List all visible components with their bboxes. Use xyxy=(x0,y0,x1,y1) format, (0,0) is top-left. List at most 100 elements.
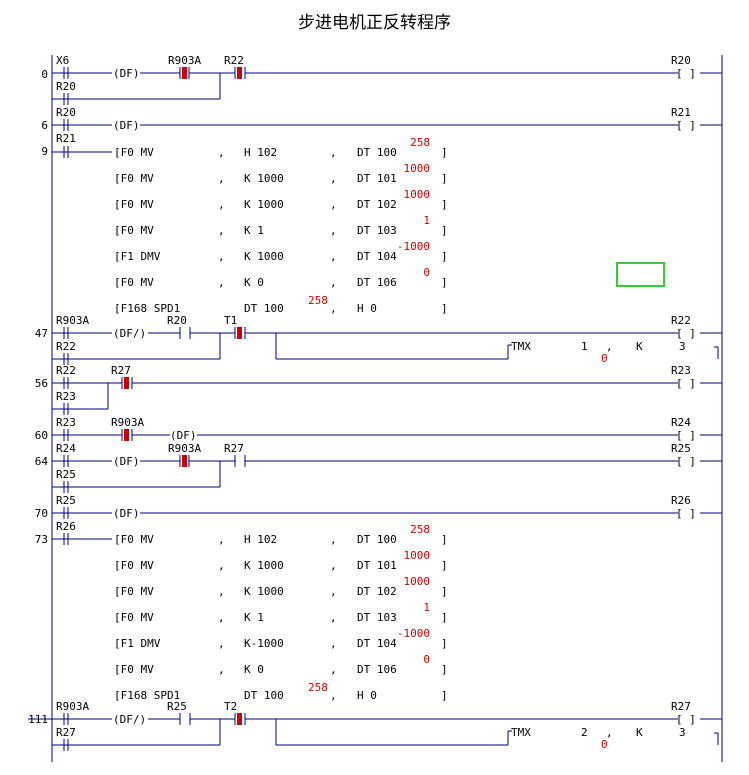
instruction-row[interactable]: [F0 MV,K 1000,DT 102]1000 xyxy=(114,188,448,211)
monitor-value: 1000 xyxy=(404,549,431,562)
monitor-value: 1 xyxy=(423,601,430,614)
separator: , xyxy=(330,250,337,263)
instruction-name: [F0 MV xyxy=(114,559,154,572)
selection-cursor[interactable] xyxy=(616,262,665,287)
timer-k: K xyxy=(636,340,643,353)
rung-73[interactable]: 73 R26 [F0 MV,H 102,DT 100]258[F0 MV,K 1… xyxy=(35,520,448,702)
instruction-row[interactable]: [F0 MV,K 1000,DT 101]1000 xyxy=(114,549,448,572)
contact-label: R25 xyxy=(167,700,187,713)
instruction-row[interactable]: [F0 MV,K 1,DT 103]1 xyxy=(114,601,448,624)
df-instruction: (DF) xyxy=(113,119,140,132)
rung-111[interactable]: 111 R903A (DF/) R25 T2 R27 [ ] R27 TMX 2… xyxy=(28,700,722,751)
coil-label: R26 xyxy=(671,494,691,507)
instruction-end: ] xyxy=(441,533,448,546)
operand-destination: DT 100 xyxy=(357,146,397,159)
contact-label: R903A xyxy=(168,442,201,455)
instruction-name: [F0 MV xyxy=(114,276,154,289)
contact-on-indicator xyxy=(124,429,129,441)
instruction-row[interactable]: [F0 MV,K 0,DT 106]0 xyxy=(114,266,448,289)
instruction-row[interactable]: [F1 DMV,K-1000,DT 104]-1000 xyxy=(114,627,448,650)
operand: K-1000 xyxy=(244,637,284,650)
monitor-value: 258 xyxy=(308,681,328,694)
coil-label: R23 xyxy=(671,364,691,377)
instruction-end: ] xyxy=(441,637,448,650)
coil-label: R21 xyxy=(671,106,691,119)
separator: , xyxy=(330,689,337,702)
contact-label: R22 xyxy=(56,340,76,353)
operand: K 1000 xyxy=(244,198,284,211)
contact-label: R903A xyxy=(56,314,89,327)
instruction-row[interactable]: [F0 MV,K 0,DT 106]0 xyxy=(114,653,448,676)
operand: K 0 xyxy=(244,663,264,676)
rung-60[interactable]: 60 R23 R903A (DF) R24 [ ] xyxy=(35,416,722,442)
coil-label: R25 xyxy=(671,442,691,455)
instruction-row[interactable]: [F0 MV,H 102,DT 100]258 xyxy=(114,136,448,159)
monitor-value: 1000 xyxy=(404,188,431,201)
timer-preset: 3 xyxy=(679,726,686,739)
operand-destination: DT 104 xyxy=(357,250,397,263)
timer-instruction: TMX xyxy=(511,340,531,353)
separator: , xyxy=(218,611,225,624)
contact-label: R22 xyxy=(56,364,76,377)
contact-on-indicator xyxy=(182,67,187,79)
instruction-name: [F0 MV xyxy=(114,172,154,185)
operand: K 1000 xyxy=(244,250,284,263)
separator: , xyxy=(330,585,337,598)
contact-label: R20 xyxy=(167,314,187,327)
instruction-row[interactable]: [F0 MV,K 1,DT 103]1 xyxy=(114,214,448,237)
separator: , xyxy=(218,224,225,237)
coil: [ ] xyxy=(676,713,696,726)
step-number: 56 xyxy=(35,377,48,390)
separator: , xyxy=(606,340,613,353)
instruction-row[interactable]: [F0 MV,K 1000,DT 102]1000 xyxy=(114,575,448,598)
operand: K 1000 xyxy=(244,585,284,598)
separator: , xyxy=(330,559,337,572)
separator: , xyxy=(218,637,225,650)
instruction-end: ] xyxy=(441,689,448,702)
operand: K 1000 xyxy=(244,172,284,185)
step-number: 9 xyxy=(41,145,48,158)
contact-label: R903A xyxy=(56,700,89,713)
contact-label: R27 xyxy=(56,726,76,739)
separator: , xyxy=(330,663,337,676)
contact-label: T1 xyxy=(224,314,237,327)
operand-destination: DT 106 xyxy=(357,276,397,289)
rung-56[interactable]: 56 R22 R27 R23 [ ] R23 xyxy=(35,364,722,415)
instruction-name: [F0 MV xyxy=(114,663,154,676)
rung-6[interactable]: 6 R20 (DF) R21 [ ] xyxy=(41,106,722,132)
operand: K 1 xyxy=(244,611,264,624)
instruction-name: [F0 MV xyxy=(114,585,154,598)
contact-on-indicator xyxy=(124,377,129,389)
rung-9[interactable]: 9 R21 [F0 MV,H 102,DT 100]258[F0 MV,K 10… xyxy=(41,132,447,315)
instruction-name: [F0 MV xyxy=(114,533,154,546)
df-instruction: (DF) xyxy=(113,455,140,468)
rung-0[interactable]: 0 X6 (DF) R903A R22 R20 [ ] R20 xyxy=(41,54,722,105)
rung-47[interactable]: 47 R903A (DF/) R20 T1 R22 [ ] R22 TMX 1 … xyxy=(35,314,722,365)
separator: , xyxy=(218,663,225,676)
instruction-row[interactable]: [F1 DMV,K 1000,DT 104]-1000 xyxy=(114,240,448,263)
operand: H 102 xyxy=(244,146,277,159)
rung-70[interactable]: 70 R25 (DF) R26 [ ] xyxy=(35,494,722,520)
contact-on-indicator xyxy=(237,713,242,725)
monitor-value: 0 xyxy=(423,266,430,279)
rung-64[interactable]: 64 R24 (DF) R903A R27 R25 [ ] R25 xyxy=(35,442,722,493)
instruction-end: ] xyxy=(441,146,448,159)
separator: , xyxy=(218,559,225,572)
operand: DT 100 xyxy=(244,302,284,315)
separator: , xyxy=(218,146,225,159)
operand-destination: H 0 xyxy=(357,302,377,315)
timer-number: 1 xyxy=(581,340,588,353)
separator: , xyxy=(330,533,337,546)
instruction-name: [F1 DMV xyxy=(114,637,161,650)
instruction-end: ] xyxy=(441,276,448,289)
separator: , xyxy=(218,533,225,546)
operand-destination: DT 100 xyxy=(357,533,397,546)
coil-label: R22 xyxy=(671,314,691,327)
monitor-value: 1000 xyxy=(404,162,431,175)
page-title: 步进电机正反转程序 xyxy=(298,13,451,33)
instruction-row[interactable]: [F0 MV,K 1000,DT 101]1000 xyxy=(114,162,448,185)
instruction-row[interactable]: [F0 MV,H 102,DT 100]258 xyxy=(114,523,448,546)
